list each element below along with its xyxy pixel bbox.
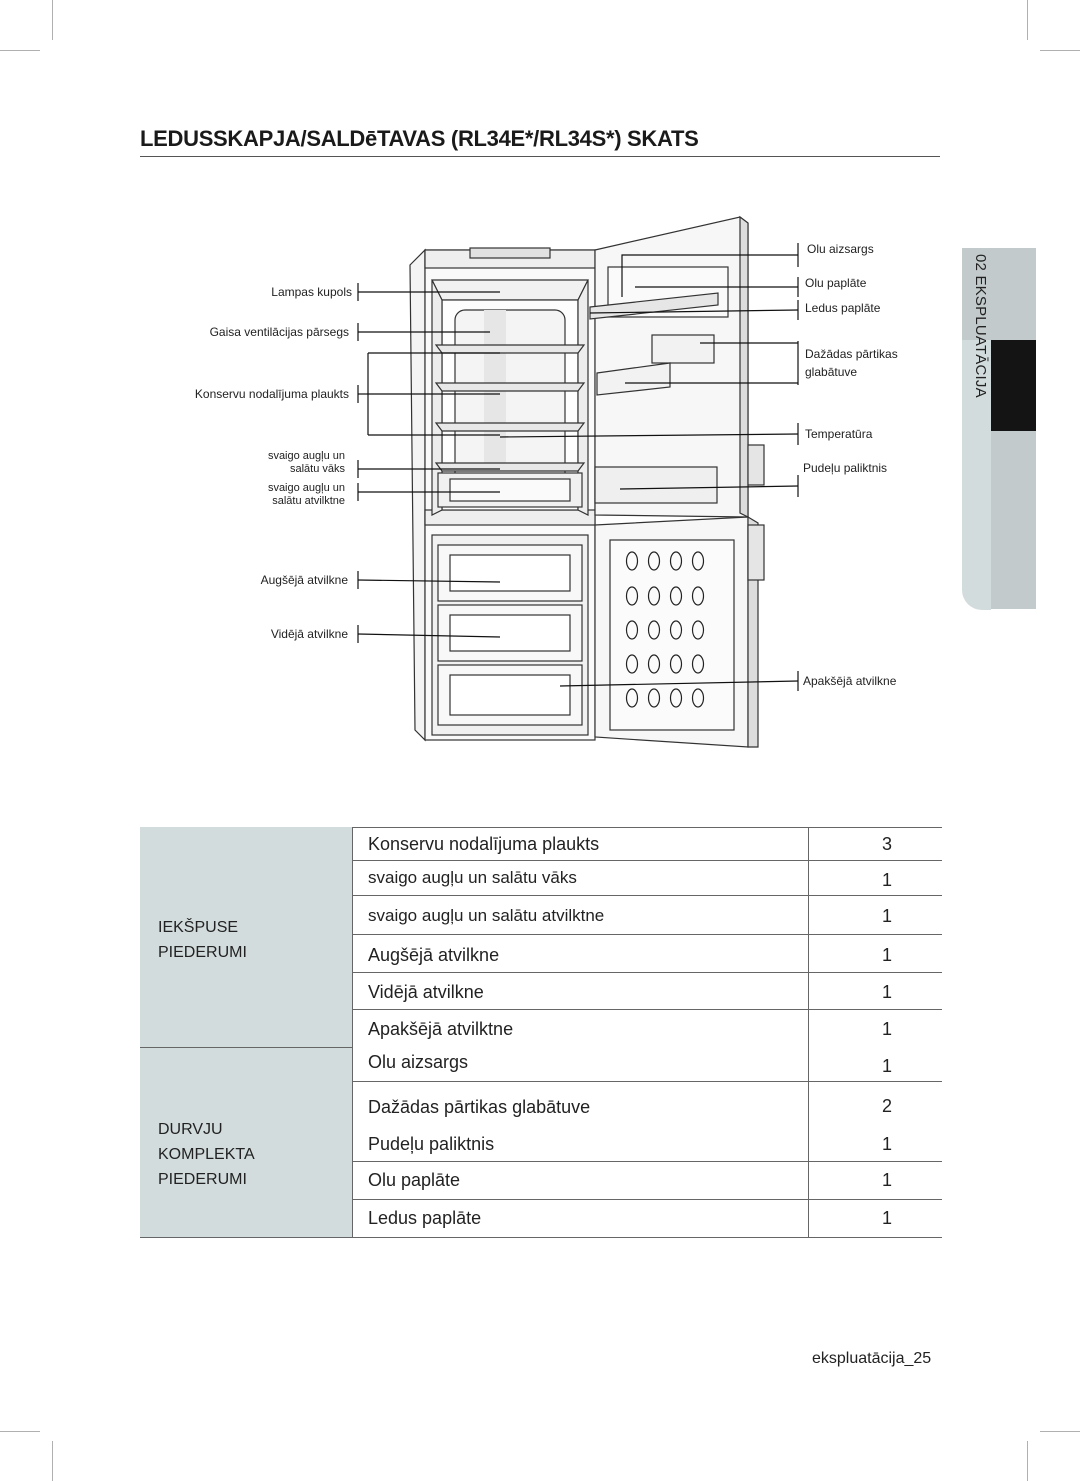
group-label: PIEDERUMI bbox=[158, 944, 247, 961]
table-row: Augšējā atvilkne 1 bbox=[352, 935, 942, 973]
group-label: DURVJU bbox=[158, 1121, 223, 1138]
table-top-rule bbox=[140, 827, 942, 828]
crop-mark bbox=[0, 1431, 40, 1432]
row-name: Apakšējā atvilktne bbox=[368, 1019, 514, 1039]
row-qty: 1 bbox=[881, 870, 892, 890]
label-videja-atvilkne: Vidējā atvilkne bbox=[270, 627, 348, 641]
crop-mark bbox=[52, 1441, 53, 1481]
label-augseja-atvilkne: Augšējā atvilkne bbox=[260, 573, 348, 587]
label-olu-aizsargs: Olu aizsargs bbox=[807, 242, 874, 256]
row-name: Olu paplāte bbox=[368, 1170, 461, 1190]
label-temperatura: Temperatūra bbox=[805, 427, 873, 441]
chapter-tab-marker bbox=[991, 340, 1036, 431]
table-row: Vidējā atvilkne 1 bbox=[352, 973, 942, 1010]
table-qty-divider bbox=[808, 827, 809, 1237]
row-name: Olu aizsargs bbox=[368, 1052, 469, 1072]
label-konservu-plaukts: Konservu nodalījuma plaukts bbox=[194, 387, 349, 401]
group-label: PIEDERUMI bbox=[158, 1171, 247, 1188]
parts-table: IEKŠPUSE PIEDERUMI DURVJU KOMPLEKTA PIED… bbox=[140, 827, 942, 1238]
label-atvilktne-line1: svaigo augļu un bbox=[267, 482, 345, 494]
row-name: svaigo augļu un salātu vāks bbox=[368, 868, 577, 887]
row-qty: 1 bbox=[881, 1170, 892, 1190]
label-lampas-kupols: Lampas kupols bbox=[271, 285, 352, 299]
label-ledus-paplate: Ledus paplāte bbox=[805, 301, 881, 315]
group-iekspuse: IEKŠPUSE PIEDERUMI bbox=[140, 827, 352, 1048]
table-row: Apakšējā atvilktne 1 bbox=[352, 1010, 942, 1047]
row-qty: 3 bbox=[881, 834, 892, 854]
row-qty: 1 bbox=[881, 1056, 892, 1076]
table-row: svaigo augļu un salātu vāks 1 bbox=[352, 861, 942, 896]
table-row: Pudeļu paliktnis 1 bbox=[352, 1127, 942, 1162]
chapter-tab-label: 02 EKSPLUATĀCIJA bbox=[972, 254, 989, 398]
label-pudelu-paliktnis: Pudeļu paliktnis bbox=[803, 461, 888, 475]
table-row: Olu paplāte 1 bbox=[352, 1162, 942, 1200]
row-name: Dažādas pārtikas glabātuve bbox=[368, 1097, 591, 1117]
row-qty: 1 bbox=[881, 945, 892, 965]
row-qty: 1 bbox=[881, 1208, 892, 1228]
row-name: Vidējā atvilkne bbox=[368, 982, 484, 1002]
chapter-tab-block bbox=[991, 431, 1036, 609]
table-row: Ledus paplāte 1 bbox=[352, 1200, 942, 1238]
row-name: Augšējā atvilkne bbox=[368, 945, 500, 965]
crop-mark bbox=[1027, 0, 1028, 40]
crop-mark bbox=[1027, 1441, 1028, 1481]
page-title: LEDUSSKAPJA/SALDēTAVAS (RL34E*/RL34S*) S… bbox=[140, 126, 940, 157]
fridge-diagram: Lampas kupols Gaisa ventilācijas pārsegs… bbox=[170, 205, 930, 765]
label-olu-paplate: Olu paplāte bbox=[805, 276, 867, 290]
table-divider bbox=[352, 827, 353, 1237]
table-row: svaigo augļu un salātu atvilktne 1 bbox=[352, 896, 942, 935]
crop-mark bbox=[1040, 1431, 1080, 1432]
crop-mark bbox=[0, 50, 40, 51]
group-label: IEKŠPUSE bbox=[158, 919, 239, 936]
chapter-tab-block bbox=[962, 340, 991, 610]
group-durvju: DURVJU KOMPLEKTA PIEDERUMI bbox=[140, 1048, 352, 1238]
page-footer: ekspluatācija_25 bbox=[812, 1350, 932, 1367]
row-name: Konservu nodalījuma plaukts bbox=[368, 834, 600, 854]
chapter-tab-block bbox=[962, 248, 1036, 340]
table-row: Olu aizsargs 1 bbox=[352, 1048, 942, 1082]
row-qty: 1 bbox=[881, 906, 892, 926]
crop-mark bbox=[1040, 50, 1080, 51]
group-label: KOMPLEKTA bbox=[158, 1146, 255, 1163]
table-row: Dažādas pārtikas glabātuve 2 bbox=[352, 1082, 942, 1126]
row-qty: 1 bbox=[881, 1019, 892, 1039]
crop-mark bbox=[52, 0, 53, 40]
label-apakseja-atvilkne: Apakšējā atvilkne bbox=[803, 674, 897, 688]
label-dazadas-line1: Dažādas pārtikas bbox=[805, 347, 898, 361]
row-name: svaigo augļu un salātu atvilktne bbox=[368, 906, 605, 925]
label-vaks-line1: svaigo augļu un bbox=[267, 450, 345, 462]
label-dazadas-line2: glabātuve bbox=[805, 365, 858, 379]
label-atvilktne-line2: salātu atvilktne bbox=[272, 495, 345, 507]
label-gaisa-ventilacijas: Gaisa ventilācijas pārsegs bbox=[209, 325, 349, 339]
fridge-illustration bbox=[357, 215, 799, 748]
label-vaks-line2: salātu vāks bbox=[289, 463, 345, 475]
table-row: Konservu nodalījuma plaukts 3 bbox=[352, 827, 942, 861]
row-qty: 2 bbox=[881, 1096, 892, 1116]
row-name: Ledus paplāte bbox=[368, 1208, 482, 1228]
row-qty: 1 bbox=[881, 982, 892, 1002]
row-name: Pudeļu paliktnis bbox=[368, 1134, 495, 1154]
row-qty: 1 bbox=[881, 1134, 892, 1154]
